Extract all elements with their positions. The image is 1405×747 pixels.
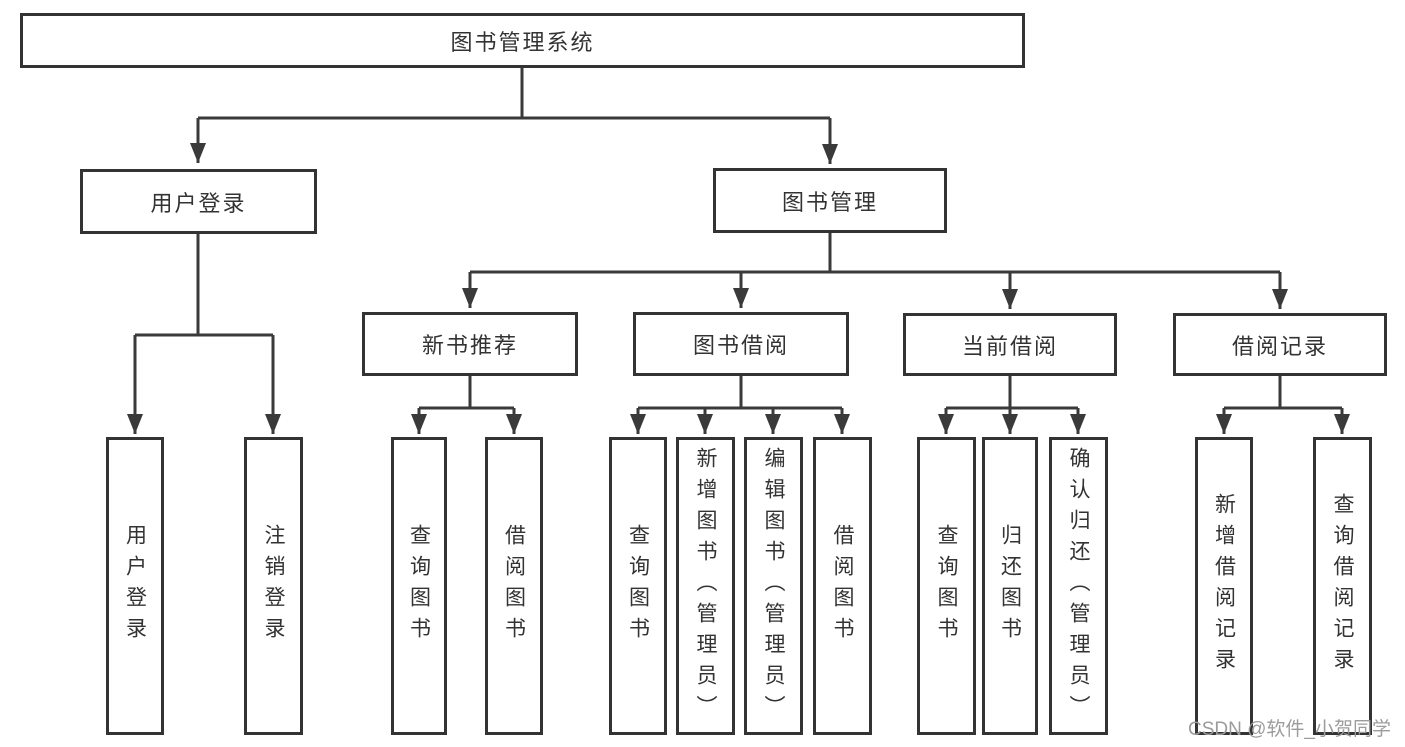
node-current-borrow-label: 当前借阅	[961, 333, 1058, 359]
connector-book-borrow-children	[630, 376, 850, 434]
leaf-confirm-return-admin: 确认归还（管理员）	[1049, 437, 1108, 735]
leaf-query-borrow-record: 查询借阅记录	[1313, 437, 1372, 735]
node-book-borrow-label: 图书借阅	[692, 333, 789, 358]
node-new-book-recommend: 新书推荐	[362, 312, 578, 376]
leaf-return-books-label: 归还图书	[998, 524, 1022, 648]
leaf-borrow-books-label: 借阅图书	[831, 524, 854, 648]
leaf-add-books-admin: 新增图书（管理员）	[676, 437, 735, 735]
leaf-logout-label: 注销登录	[262, 524, 285, 648]
watermark: CSDN @软件_小贺同学	[1188, 719, 1391, 740]
node-root-system-label: 图书管理系统	[450, 29, 595, 55]
leaf-query-books-recommend: 查询图书	[391, 437, 447, 735]
leaf-query-borrow-record-label: 查询借阅记录	[1331, 493, 1354, 679]
leaf-borrow-books: 借阅图书	[813, 437, 872, 735]
connector-user-login-children	[127, 234, 281, 434]
leaf-add-borrow-record-label: 新增借阅记录	[1212, 493, 1236, 679]
leaf-return-books: 归还图书	[982, 437, 1038, 735]
leaf-user-login: 用户登录	[106, 437, 164, 735]
leaf-add-borrow-record: 新增借阅记录	[1195, 437, 1253, 735]
leaf-query-books-borrow: 查询图书	[609, 437, 667, 735]
leaf-confirm-return-admin-label: 确认归还（管理员）	[1067, 446, 1090, 726]
connector-borrow-records-children	[1216, 376, 1350, 434]
node-user-login-label: 用户登录	[150, 190, 247, 216]
leaf-borrow-books-recommend-label: 借阅图书	[502, 524, 526, 648]
node-borrow-records-label: 借阅记录	[1231, 333, 1328, 359]
leaf-edit-books-admin: 编辑图书（管理员）	[744, 437, 803, 735]
leaf-query-books-borrow-label: 查询图书	[626, 524, 650, 648]
node-new-book-recommend-label: 新书推荐	[421, 333, 518, 358]
connector-book-management-children	[462, 233, 1288, 309]
leaf-query-books-recommend-label: 查询图书	[407, 524, 431, 648]
node-user-login: 用户登录	[80, 169, 317, 234]
connector-new-book-children	[411, 376, 522, 434]
leaf-logout: 注销登录	[244, 437, 303, 735]
leaf-add-books-admin-label: 新增图书（管理员）	[694, 446, 717, 726]
leaf-query-books-current: 查询图书	[917, 437, 976, 735]
leaf-edit-books-admin-label: 编辑图书（管理员）	[762, 446, 785, 726]
node-current-borrow: 当前借阅	[903, 313, 1117, 376]
connector-current-borrow-children	[938, 376, 1086, 434]
node-book-management-label: 图书管理	[781, 189, 878, 215]
leaf-user-login-label: 用户登录	[123, 524, 147, 648]
connector-root-to-level2	[190, 68, 838, 164]
node-borrow-records: 借阅记录	[1173, 313, 1387, 376]
node-book-borrow: 图书借阅	[633, 312, 849, 376]
leaf-query-books-current-label: 查询图书	[935, 524, 958, 648]
leaf-borrow-books-recommend: 借阅图书	[485, 437, 543, 735]
node-root-system: 图书管理系统	[20, 13, 1025, 68]
node-book-management: 图书管理	[713, 168, 947, 233]
